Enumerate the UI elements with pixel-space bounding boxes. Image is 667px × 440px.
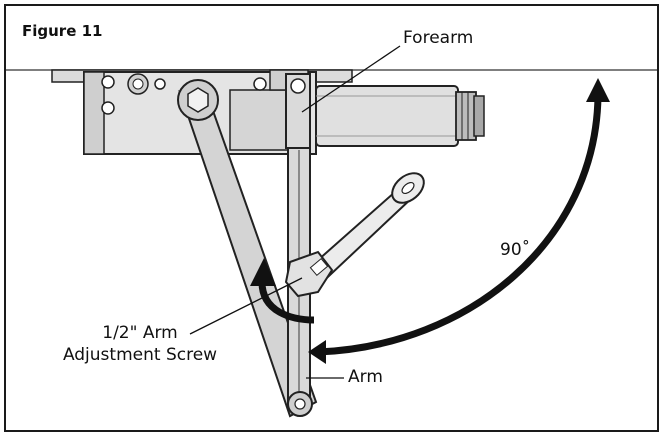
arm-callout: Arm xyxy=(348,367,383,387)
adjustment-screw-callout: 1/2" Arm Adjustment Screw xyxy=(40,322,240,366)
figure-title: Figure 11 xyxy=(22,22,103,40)
angle-callout: 90˚ xyxy=(500,240,531,260)
wrench-icon xyxy=(284,172,425,298)
screw-leader xyxy=(189,277,303,335)
main-arm xyxy=(177,79,318,418)
ninety-degree-arrow-icon xyxy=(308,78,610,364)
screw-callout-line2: Adjustment Screw xyxy=(62,345,218,365)
closer-body xyxy=(51,69,485,155)
forearm-leader xyxy=(301,45,401,113)
screw-callout-line1: 1/2" Arm xyxy=(102,323,178,343)
forearm-callout: Forearm xyxy=(403,28,474,48)
rotation-arrow-icon xyxy=(250,258,315,324)
